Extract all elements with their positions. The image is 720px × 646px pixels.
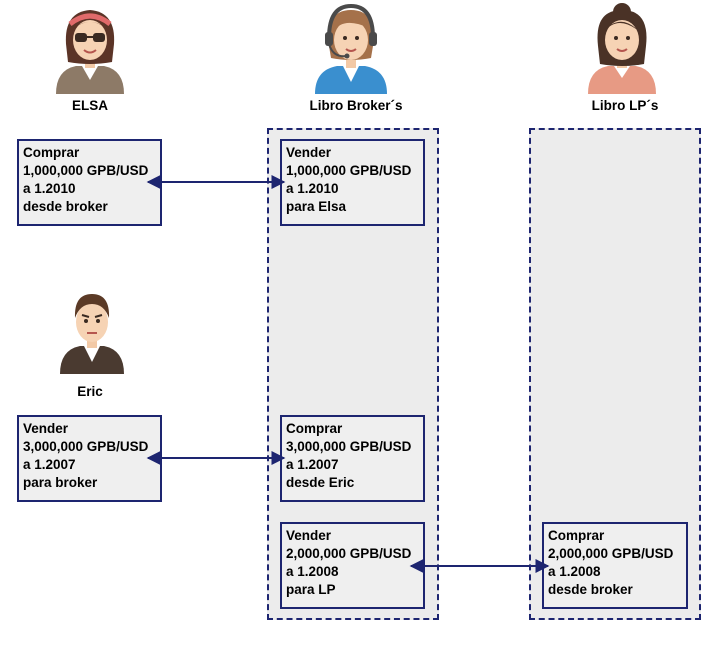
eric-label: Eric [77, 384, 103, 399]
lp-book-label: Libro LP´s [591, 98, 659, 113]
elsa-label: ELSA [71, 98, 108, 113]
broker-book-label: Libro Broker´s [309, 98, 403, 113]
broker-sell-to-lp: Vender 2,000,000 GPB/USD a 1.2008 para L… [280, 522, 425, 609]
elsa-buy-order: Comprar 1,000,000 GPB/USD a 1.2010 desde… [17, 139, 162, 226]
lp-buy-from-broker: Comprar 2,000,000 GPB/USD a 1.2008 desde… [542, 522, 688, 609]
broker-sell-to-elsa: Vender 1,000,000 GPB/USD a 1.2010 para E… [280, 139, 425, 226]
broker-buy-from-eric: Comprar 3,000,000 GPB/USD a 1.2007 desde… [280, 415, 425, 502]
eric-sell-order: Vender 3,000,000 GPB/USD a 1.2007 para b… [17, 415, 162, 502]
